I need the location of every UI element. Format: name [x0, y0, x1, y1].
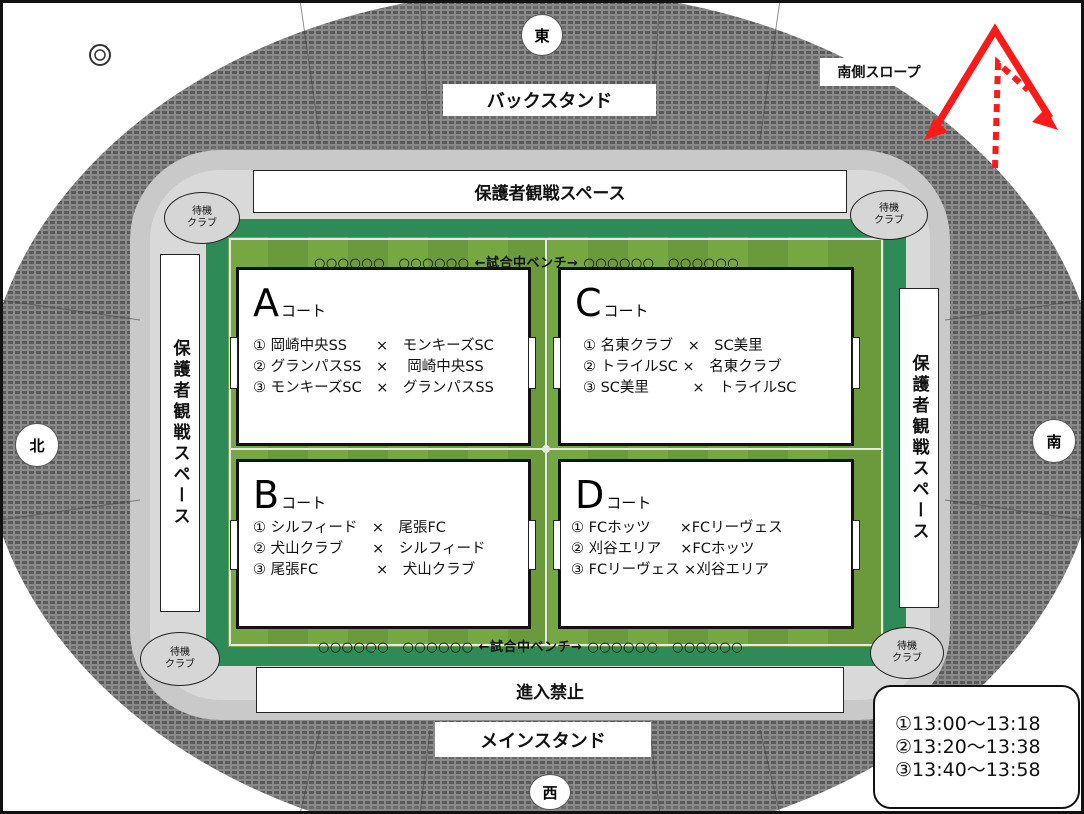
court-d-match-1: ① FCホッツ ×FCリーヴェス	[571, 520, 783, 536]
north-marker: 北	[15, 423, 59, 467]
waiting-club-top-left: 待機 クラブ	[164, 192, 240, 244]
waiting-club-line2: クラブ	[892, 653, 922, 664]
goal-center-left-bottom	[528, 520, 536, 570]
court-d-match-3: ③ FCリーヴェス ×刈谷エリア	[571, 562, 769, 578]
goal-right-top	[852, 337, 860, 389]
goal-left-top	[230, 337, 238, 389]
court-a-letter: A	[253, 281, 279, 325]
court-d-letter: D	[575, 473, 605, 517]
court-c-suffix: コート	[603, 302, 649, 320]
waiting-club-line1: 待機	[897, 641, 917, 652]
court-d-suffix: コート	[606, 494, 652, 512]
goal-center-left-top	[528, 337, 536, 389]
time-slot-3: ③13:40～13:58	[895, 758, 1041, 781]
slope-arrows-icon	[924, 23, 1058, 169]
court-b-letter: B	[253, 473, 280, 517]
court-a-match-3: ③ モンキーズSC × グランパスSS	[253, 380, 494, 396]
court-b-match-2: ② 犬山クラブ × シルフィード	[253, 541, 486, 557]
court-b-match-1: ① シルフィード × 尾張FC	[253, 520, 446, 536]
bench-bottom: ○○○○○○ ○○○○○○ ←試合中ベンチ→ ○○○○○○ ○○○○○○	[318, 640, 744, 655]
waiting-club-bottom-right: 待機 クラブ	[870, 627, 944, 679]
waiting-club-line2: クラブ	[165, 659, 195, 670]
back-stand-label: バックスタンド	[443, 84, 656, 116]
court-b-suffix: コート	[281, 494, 327, 512]
time-slot-2: ②13:20～13:38	[895, 735, 1041, 758]
waiting-club-line2: クラブ	[874, 215, 904, 226]
court-b-match-3: ③ 尾張FC × 犬山クラブ	[253, 562, 476, 578]
court-a-match-1: ① 岡崎中央SS × モンキーズSC	[253, 338, 494, 354]
court-a-suffix: コート	[281, 302, 327, 320]
waiting-club-line1: 待機	[192, 206, 212, 217]
waiting-club-line2: クラブ	[187, 218, 217, 229]
court-c-letter: C	[575, 281, 602, 325]
goal-center-right-bottom	[553, 520, 561, 570]
waiting-club-line1: 待機	[170, 647, 190, 658]
guardian-space-left: 保護者観戦スペース	[160, 254, 200, 612]
time-schedule: ①13:00～13:18 ②13:20～13:38 ③13:40～13:58	[873, 685, 1080, 809]
main-stand-label: メインスタンド	[435, 722, 651, 757]
waiting-club-line1: 待機	[879, 203, 899, 214]
south-slope-label: 南側スロープ	[820, 58, 938, 86]
court-d-match-2: ② 刈谷エリア ×FCホッツ	[571, 541, 755, 557]
goal-right-bottom	[852, 520, 860, 570]
court-c-match-3: ③ SC美里 × トライルSC	[583, 380, 797, 396]
waiting-club-top-right: 待機 クラブ	[850, 190, 928, 240]
west-marker: 西	[529, 774, 571, 810]
goal-center-right-top	[553, 337, 561, 389]
guardian-space-top: 保護者観戦スペース	[253, 170, 847, 213]
time-slot-1: ①13:00～13:18	[895, 712, 1041, 735]
court-c-match-2: ② トライルSC × 名東クラブ	[583, 359, 782, 375]
goal-left-bottom	[230, 520, 238, 570]
court-c-match-1: ① 名東クラブ × SC美里	[583, 338, 763, 354]
no-entry-area: 進入禁止	[256, 667, 844, 713]
court-a-match-2: ② グランパスSS × 岡崎中央SS	[253, 359, 484, 375]
guardian-space-right: 保護者観戦スペース	[899, 288, 939, 608]
waiting-club-bottom-left: 待機 クラブ	[140, 632, 220, 686]
east-marker: 東	[521, 14, 563, 56]
south-marker: 南	[1032, 419, 1076, 463]
